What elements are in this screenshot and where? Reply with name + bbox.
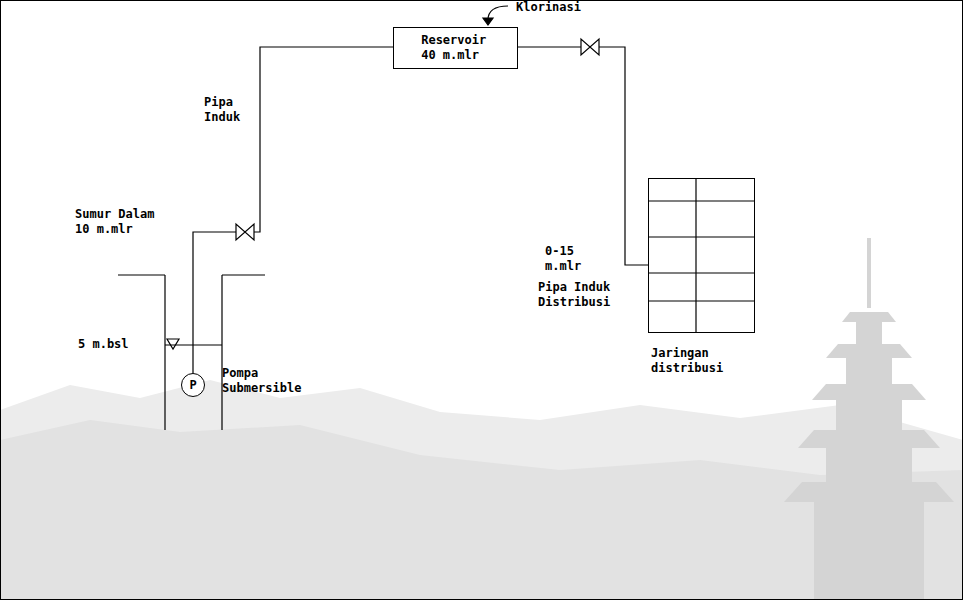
pipe-line bbox=[518, 47, 648, 265]
well-label: Sumur Dalam 10 m.mlr bbox=[75, 207, 158, 237]
pipe-line bbox=[193, 47, 393, 373]
grid-lines bbox=[649, 179, 754, 332]
water-level-label: 5 m.bsl bbox=[78, 337, 136, 352]
grid-line bbox=[695, 179, 696, 332]
chlorination-label: Klorinasi bbox=[516, 0, 581, 15]
submersible-pump: PPompa Submersible bbox=[181, 373, 205, 397]
pump-symbol-letter: P bbox=[189, 378, 196, 393]
mountain-far bbox=[0, 380, 963, 600]
pagoda-silhouette bbox=[784, 238, 954, 600]
valve-symbol bbox=[236, 224, 254, 240]
chlorination-arrow bbox=[483, 6, 508, 25]
mountain-near bbox=[0, 420, 963, 600]
grid-line bbox=[649, 300, 754, 301]
grid-line bbox=[649, 200, 754, 201]
deep-well bbox=[118, 275, 265, 430]
elevation-label: 0-15 m.mlr bbox=[545, 244, 610, 274]
grid-line bbox=[649, 272, 754, 273]
pump-label: Pompa Submersible bbox=[222, 366, 298, 396]
pipe-label: Pipa Induk bbox=[204, 95, 244, 125]
reservoir-box: Reservoir 40 m.mlr bbox=[393, 27, 518, 69]
distribution-network: Jaringan distribusi bbox=[648, 178, 755, 333]
reservoir-label: Reservoir 40 m.mlr bbox=[421, 33, 490, 63]
grid-line bbox=[649, 236, 754, 237]
valve-symbol bbox=[581, 39, 599, 55]
pipe-label: Pipa Induk Distribusi bbox=[538, 280, 617, 310]
network-label: Jaringan distribusi bbox=[651, 346, 727, 376]
